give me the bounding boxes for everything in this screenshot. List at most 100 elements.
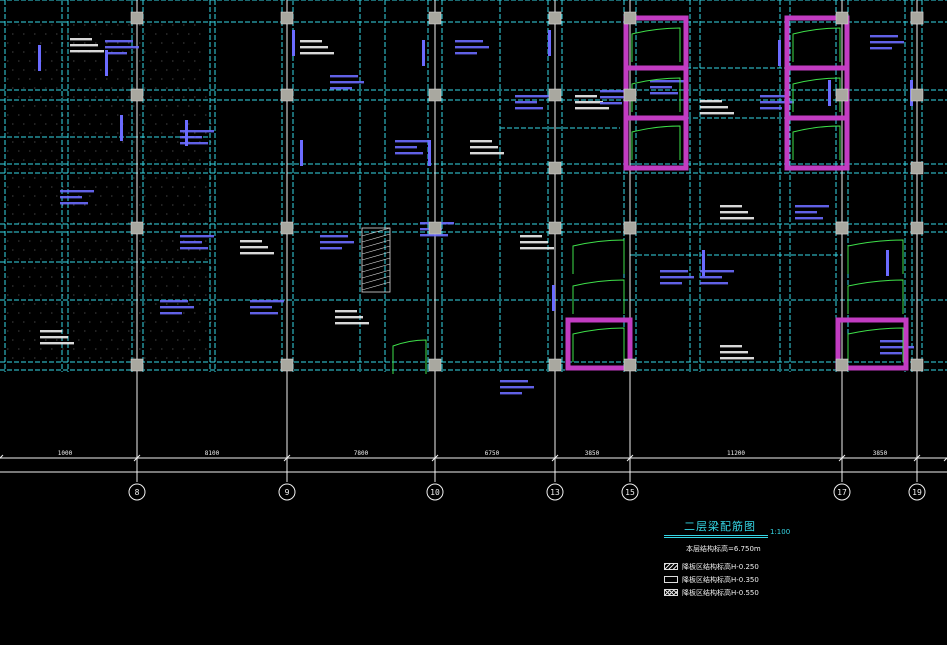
column [548, 88, 562, 102]
slab-curve [847, 327, 904, 362]
column [548, 221, 562, 235]
grid-axis-bubble [908, 483, 926, 501]
column [548, 358, 562, 372]
beam-annotation-vertical [38, 45, 41, 71]
beam-annotation-text [300, 52, 334, 55]
beam-annotation-text [760, 101, 794, 104]
legend-title-row: 二层梁配筋图 1:100 [664, 516, 814, 540]
beam-annotation-text [650, 92, 678, 95]
beam-annotation-text [720, 351, 748, 354]
column [548, 161, 562, 175]
dimension-tick [913, 454, 921, 462]
beam-annotation-text [870, 47, 892, 50]
grid-axis-bubble [621, 483, 639, 501]
hatched-slab-region [361, 227, 391, 293]
beam-annotation-text [240, 240, 262, 243]
column [835, 11, 849, 25]
hatch-line [361, 245, 391, 255]
beam-annotation-text [250, 312, 278, 315]
beam-annotation-vertical [300, 140, 303, 166]
slab-curve [631, 125, 681, 160]
beam-annotation-text [455, 52, 477, 55]
beam-annotation-text [330, 87, 352, 90]
beam-annotation-text [180, 130, 214, 133]
columns [130, 11, 924, 372]
beam-annotation-vertical [702, 250, 705, 276]
slab-curve [792, 125, 841, 160]
column [910, 221, 924, 235]
beam-annotation-text [455, 40, 483, 43]
hatch-line [361, 281, 391, 291]
reinforced-frames [361, 15, 909, 371]
column [280, 221, 294, 235]
beam-annotation-text [320, 241, 354, 244]
beam-annotation-text [300, 40, 322, 43]
legend-item-label: 降板区结构标高H-0.550 [682, 588, 759, 597]
dimension-tick [551, 454, 559, 462]
column [548, 11, 562, 25]
beam-annotation-text [500, 386, 534, 389]
beam-annotation-text [720, 205, 742, 208]
hatch-line [361, 227, 391, 237]
column [280, 88, 294, 102]
beam-annotation-text [470, 140, 492, 143]
drawing-title: 二层梁配筋图 [684, 520, 756, 533]
beam-annotation-text [395, 140, 429, 143]
beam-annotation-text [880, 352, 902, 355]
dimension-tick [283, 454, 291, 462]
beam-annotation-text [760, 107, 782, 110]
beam-annotation-text [660, 276, 694, 279]
beam-annotation-text [160, 306, 194, 309]
beam-annotation-vertical [886, 250, 889, 276]
beam-annotation-text [870, 35, 898, 38]
beam-annotation-text [700, 100, 722, 103]
beam-annotation-text [240, 246, 268, 249]
grid-axis-bubble [546, 483, 564, 501]
beam-annotation-text [700, 106, 728, 109]
beam-annotation-text [70, 38, 92, 41]
column [428, 221, 442, 235]
legend-item-hatch: 降板区结构标高H-0.250 [664, 560, 814, 573]
beam-annotation-text [180, 241, 202, 244]
beam-annotation-text [720, 345, 742, 348]
column [280, 11, 294, 25]
beam-annotation-text [520, 235, 542, 238]
grid-axis-bubble [278, 483, 296, 501]
beam-annotation-text [795, 217, 823, 220]
beam-annotation-text [575, 107, 609, 110]
slab-curve [572, 327, 625, 362]
beam-annotation-text [660, 270, 688, 273]
grid-axis-bubble [833, 483, 851, 501]
beam-annotation-text [330, 81, 364, 84]
beam-annotation-text [650, 86, 672, 89]
beam-annotation-text [330, 75, 358, 78]
beam-annotation-text [60, 190, 94, 193]
beam-annotation-text [335, 322, 369, 325]
beam-annotation-vertical [120, 115, 123, 141]
column [130, 358, 144, 372]
beam-annotation-text [70, 50, 104, 53]
beam-annotation-text [250, 306, 272, 309]
column [910, 161, 924, 175]
slab-curve [847, 239, 904, 274]
column [623, 358, 637, 372]
grid-axis-label: 8 [135, 488, 140, 497]
drawing-scale: 1:100 [770, 528, 791, 536]
beam-annotation-text [40, 336, 68, 339]
structure-elevation-note: 本层结构标高=6.750m [686, 545, 761, 553]
beam-annotation-text [420, 234, 448, 237]
hatch-line [361, 269, 391, 279]
beam-annotation-text [455, 46, 489, 49]
beam-annotation-text [105, 46, 139, 49]
dimension-tick [838, 454, 846, 462]
grid-axis-bubble [426, 483, 444, 501]
dimension-value: 7800 [354, 450, 369, 457]
dimension-tick [431, 454, 439, 462]
beam-annotation-text [700, 112, 734, 115]
column [910, 358, 924, 372]
beam-annotation-text [160, 312, 182, 315]
reinforced-frame [835, 317, 909, 371]
hatch-line [361, 263, 391, 273]
grid-axis-label: 19 [912, 488, 922, 497]
